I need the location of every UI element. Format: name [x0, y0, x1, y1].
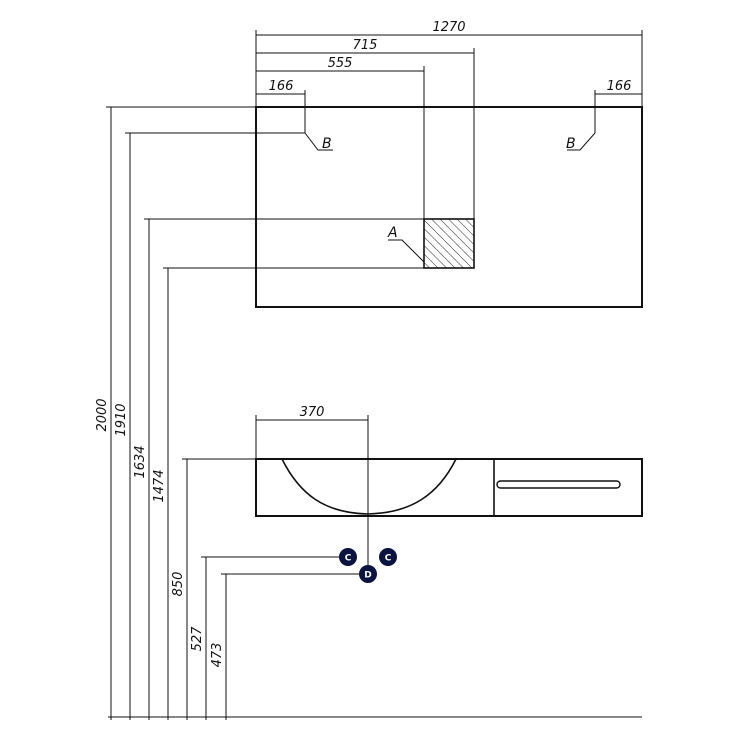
vanity-view: [255, 458, 643, 517]
vanity-outline: [255, 458, 643, 517]
wall-panel-view: [255, 106, 643, 308]
connector-c-right-label: C: [385, 554, 392, 564]
height-dimension-lines: [106, 106, 642, 720]
basin-bowl: [281, 458, 457, 515]
dim-473-label: 473: [210, 643, 225, 668]
connector-c-left-label: C: [345, 554, 352, 564]
dim-166-right-label: 166: [607, 79, 632, 94]
connector-c-right-badge: C: [379, 548, 397, 566]
dim-850-label: 850: [171, 572, 186, 597]
dim-1634-label: 1634: [133, 445, 148, 478]
basin-dimension: [255, 415, 369, 566]
top-dimension-lines: [255, 30, 643, 219]
dim-1474-label: 1474: [152, 469, 167, 502]
dim-715-label: 715: [353, 38, 378, 53]
dim-1270-label: 1270: [432, 20, 465, 35]
point-b-left-label: B: [322, 136, 332, 152]
leader-lines: [304, 132, 596, 263]
connector-d-badge: D: [359, 565, 377, 583]
point-b-right-label: B: [566, 136, 576, 152]
socket-area-a: [423, 218, 475, 269]
dim-1910-label: 1910: [114, 403, 129, 436]
connector-d-label: D: [364, 571, 371, 581]
dim-166-left-label: 166: [269, 79, 294, 94]
dim-370-label: 370: [300, 405, 325, 420]
connection-points: C C D: [339, 548, 397, 583]
dim-555-label: 555: [328, 56, 353, 71]
shelf-slot: [496, 480, 621, 489]
wall-panel-outline: [255, 106, 643, 308]
connector-c-left-badge: C: [339, 548, 357, 566]
dim-527-label: 527: [190, 626, 205, 652]
point-a-label: A: [387, 225, 398, 241]
dim-2000-label: 2000: [95, 398, 110, 431]
